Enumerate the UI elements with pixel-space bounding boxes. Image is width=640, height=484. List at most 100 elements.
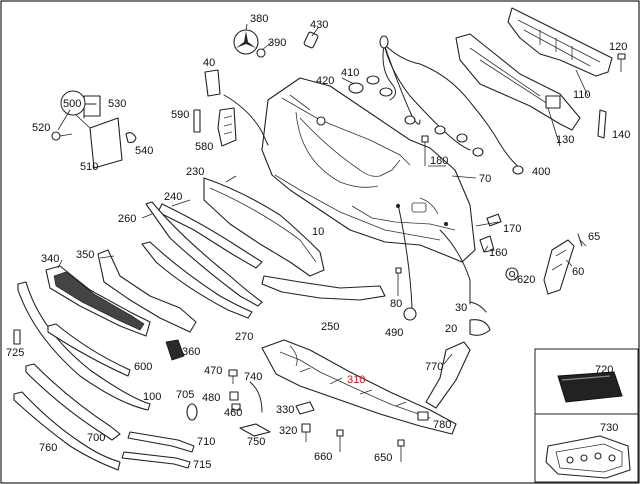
part-470 <box>228 369 238 377</box>
callout-390: 390 <box>268 37 286 49</box>
part-780 <box>417 411 429 421</box>
callout-170: 170 <box>503 223 521 235</box>
callout-10: 10 <box>312 226 324 238</box>
callout-330: 330 <box>276 404 294 416</box>
strip-250-part <box>261 275 386 301</box>
callout-70: 70 <box>479 173 491 185</box>
strip-140-part <box>597 109 607 139</box>
part-590 <box>193 109 201 133</box>
callout-310: 310 <box>347 374 365 386</box>
part-330 <box>295 401 315 415</box>
callout-230: 230 <box>186 166 204 178</box>
bracket-770-part <box>425 341 471 409</box>
callout-540: 540 <box>135 145 153 157</box>
callout-420: 420 <box>316 75 334 87</box>
strip-100-part <box>25 363 121 441</box>
callout-270: 270 <box>235 331 253 343</box>
fog-grille-730-part <box>545 435 631 479</box>
strip-710-part <box>127 431 195 453</box>
cable-70 <box>439 229 471 305</box>
strip-760-part <box>13 391 121 471</box>
callout-760: 760 <box>39 442 57 454</box>
callout-400: 400 <box>532 166 550 178</box>
strip-715-part <box>121 451 191 469</box>
callout-710: 710 <box>197 436 215 448</box>
callout-700: 700 <box>87 432 105 444</box>
strip-240-part <box>157 203 263 269</box>
callout-80: 80 <box>390 298 402 310</box>
strip-600-part <box>47 323 131 377</box>
bumper-cover-part <box>261 77 476 263</box>
part-170 <box>486 213 502 227</box>
callout-580: 580 <box>195 141 213 153</box>
callout-160: 160 <box>489 247 507 259</box>
part-320 <box>301 423 311 433</box>
bracket-60-part <box>543 239 575 295</box>
callout-240: 240 <box>164 191 182 203</box>
sensor-harness-part <box>348 35 524 175</box>
callout-480: 480 <box>202 392 220 404</box>
callout-350: 350 <box>76 249 94 261</box>
callout-410: 410 <box>341 67 359 79</box>
part-460 <box>231 403 241 411</box>
callout-715: 715 <box>193 459 211 471</box>
cable-40 <box>223 94 269 146</box>
carrier-350-part <box>97 249 197 333</box>
bolt-180-part <box>421 135 429 166</box>
callout-20: 20 <box>445 323 457 335</box>
leader-lines <box>57 23 589 365</box>
callout-65: 65 <box>588 231 600 243</box>
bolt-660-part <box>336 429 344 452</box>
callout-780: 780 <box>433 419 451 431</box>
trim-230-part <box>203 177 325 277</box>
callout-600: 600 <box>134 361 152 373</box>
callout-130: 130 <box>556 134 574 146</box>
callout-110: 110 <box>573 89 591 101</box>
callout-650: 650 <box>374 452 392 464</box>
callout-180: 180 <box>430 155 448 167</box>
callout-500: 500 <box>63 98 81 110</box>
part-30 <box>469 301 487 313</box>
group-500-circle <box>60 90 86 116</box>
callout-250: 250 <box>321 321 339 333</box>
license-plate-bracket-part <box>51 95 137 169</box>
callout-730: 730 <box>600 422 618 434</box>
bracket-130-part <box>455 33 581 131</box>
nut-620-part <box>505 267 519 281</box>
part-360 <box>165 339 185 361</box>
part-480 <box>229 391 239 401</box>
callout-530: 530 <box>108 98 126 110</box>
screw-120-part <box>617 53 626 72</box>
part-490 <box>403 307 417 321</box>
reinforcement-110-part <box>507 7 613 77</box>
callout-620: 620 <box>517 274 535 286</box>
callout-490: 490 <box>385 327 403 339</box>
callout-100: 100 <box>143 391 161 403</box>
callout-725: 725 <box>6 347 24 359</box>
lower-grille-340-part <box>45 265 151 337</box>
callout-590: 590 <box>171 109 189 121</box>
star-emblem-part <box>233 29 259 55</box>
callout-60: 60 <box>572 266 584 278</box>
bolt-80-part <box>395 267 402 296</box>
strip-260-part <box>145 201 263 307</box>
callout-520: 520 <box>32 122 50 134</box>
part-705 <box>186 403 198 421</box>
callout-30: 30 <box>455 302 467 314</box>
callout-320: 320 <box>279 425 297 437</box>
callout-340: 340 <box>41 253 59 265</box>
part-725-clip <box>13 329 21 345</box>
callout-750: 750 <box>247 436 265 448</box>
underbody-panel-310-part <box>261 339 457 435</box>
callout-120: 120 <box>609 41 627 53</box>
callout-705: 705 <box>176 389 194 401</box>
cable-490 <box>397 203 413 309</box>
part-160 <box>479 235 495 253</box>
callout-470: 470 <box>204 365 222 377</box>
callout-360: 360 <box>182 346 200 358</box>
part-580 <box>217 107 237 147</box>
callout-720: 720 <box>595 364 613 376</box>
callout-380: 380 <box>250 13 268 25</box>
washer-part <box>256 48 266 58</box>
